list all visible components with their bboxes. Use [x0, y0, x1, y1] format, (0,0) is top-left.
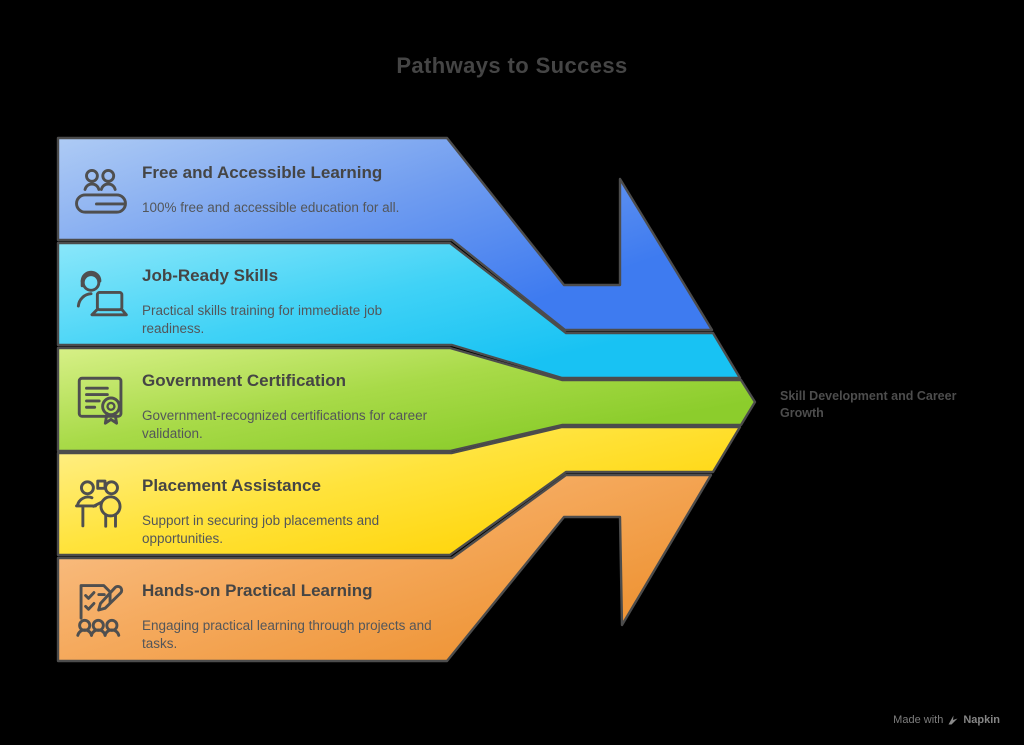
diagram-title: Pathways to Success — [396, 53, 628, 78]
napkin-logo-icon — [948, 715, 958, 725]
band-5-heading: Hands-on Practical Learning — [142, 581, 373, 600]
band-4-heading: Placement Assistance — [142, 476, 321, 495]
brand-label: Napkin — [963, 714, 1000, 726]
band-1-description: 100% free and accessible education for a… — [142, 200, 400, 215]
band-2-heading: Job-Ready Skills — [142, 266, 279, 285]
band-2-shape — [56, 241, 742, 380]
band-3-description: Government-recognized certifications for… — [142, 408, 428, 441]
band-5-description: Engaging practical learning through proj… — [142, 618, 432, 651]
band-2-description: Practical skills training for immediate … — [142, 303, 383, 336]
napkin-credit: Made with Napkin — [893, 714, 1000, 726]
people-learning-icon — [75, 168, 127, 214]
band-4-description: Support in securing job placements and o… — [142, 513, 380, 546]
hands-on-checklist-icon — [76, 584, 124, 637]
certificate-icon — [77, 376, 123, 425]
band-4-shape — [56, 425, 742, 557]
band-1-heading: Free and Accessible Learning — [142, 163, 383, 182]
band-1-shape — [56, 136, 714, 332]
band-3-heading: Government Certification — [142, 371, 347, 390]
made-with-label: Made with — [893, 714, 944, 726]
band-3-shape — [56, 346, 757, 453]
band-5-shape — [56, 473, 713, 663]
outcome-label: Skill Development and Career Growth — [780, 389, 957, 420]
support-agent-laptop-icon — [76, 270, 128, 317]
placement-assistance-icon — [75, 479, 122, 528]
